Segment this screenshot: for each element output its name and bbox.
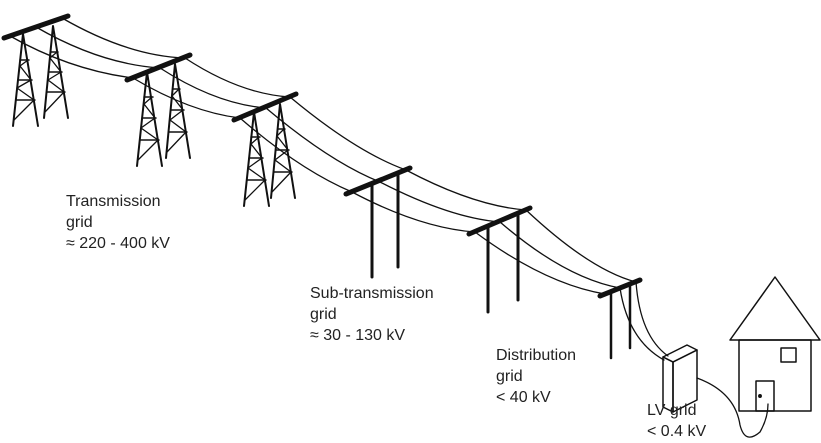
label-line: Distribution <box>496 347 577 364</box>
tower-lattice <box>166 88 187 153</box>
conductor <box>405 169 527 211</box>
conductor <box>35 26 161 69</box>
transmission-grid-label: Transmission grid ≈ 220 - 400 kV <box>66 191 170 254</box>
house-door <box>755 380 775 412</box>
label-line: grid <box>66 214 93 231</box>
conductor <box>525 209 637 283</box>
conductor <box>9 35 134 79</box>
lv-cabinet <box>662 344 698 413</box>
house-roof <box>729 276 821 341</box>
conductor <box>379 181 501 223</box>
conductor <box>184 57 291 98</box>
conductor <box>159 67 267 109</box>
lv-cable <box>696 377 769 438</box>
house <box>729 276 821 412</box>
transmission-tower-2 <box>124 52 193 167</box>
tower-leg <box>12 33 39 127</box>
tower-lattice <box>137 96 159 161</box>
transmission-tower-1 <box>1 13 71 127</box>
tower-lattice <box>271 128 292 193</box>
label-line: grid <box>310 306 337 323</box>
lv-grid-label: LV grid < 0.4 kV <box>647 400 706 442</box>
label-line: grid <box>496 368 523 385</box>
label-line: Sub-transmission <box>310 285 434 302</box>
label-line: < 40 kV <box>496 389 551 406</box>
label-line: ≈ 220 - 400 kV <box>66 235 170 252</box>
tower-lattice <box>244 136 266 201</box>
distribution-grid-label: Distribution grid < 40 kV <box>496 345 576 408</box>
door-knob <box>758 394 762 398</box>
label-line: Transmission <box>66 193 161 210</box>
conductor <box>61 17 186 59</box>
service-drop-cable <box>619 287 665 361</box>
subtransmission-pole-1 <box>343 165 413 279</box>
tower-crossarm <box>231 91 299 123</box>
conductor <box>289 96 407 171</box>
label-line: ≈ 30 - 130 kV <box>310 327 406 344</box>
conductor <box>132 77 241 119</box>
subtransmission-grid-label: Sub-transmission grid ≈ 30 - 130 kV <box>310 283 434 346</box>
label-line: < 0.4 kV <box>647 423 707 440</box>
label-line: LV grid <box>647 402 697 419</box>
tower-lattice <box>44 51 65 113</box>
tower-leg <box>243 111 270 207</box>
conductor <box>499 221 621 289</box>
tower-lattice <box>13 59 35 121</box>
tower-leg <box>165 63 191 159</box>
tower-leg <box>136 71 163 167</box>
transmission-tower-3 <box>231 91 299 207</box>
house-wall <box>738 339 812 412</box>
house-window <box>780 347 797 363</box>
conductor <box>351 191 476 233</box>
tower-leg <box>43 25 69 119</box>
conductor <box>474 231 606 295</box>
conductors <box>9 17 637 295</box>
tower-leg <box>270 103 296 199</box>
service-drop-cable <box>635 281 669 357</box>
pole-crossarm <box>466 205 533 237</box>
conductor <box>239 117 353 193</box>
conductor <box>265 107 381 183</box>
cabinet-front <box>672 349 698 413</box>
subtransmission-pole-2 <box>466 205 533 314</box>
